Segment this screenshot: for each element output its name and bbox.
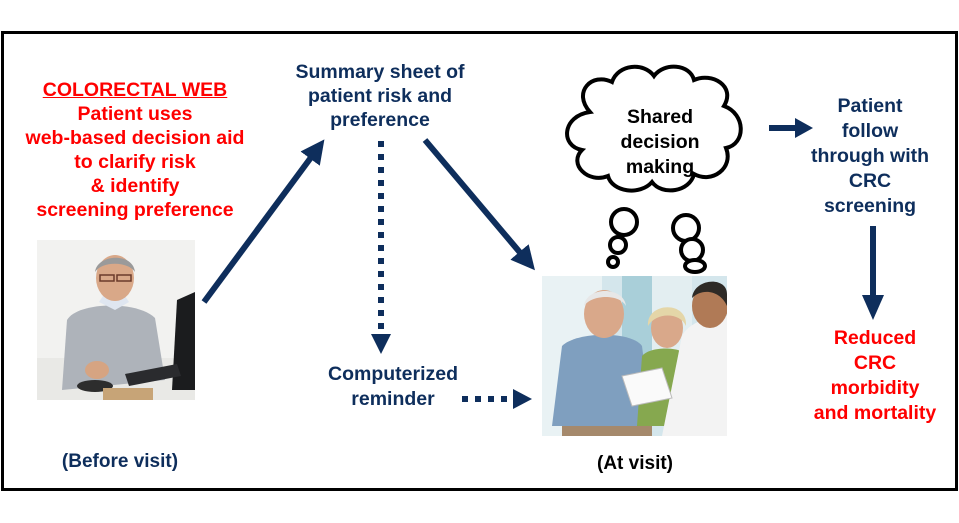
colorectal-web-line: & identify — [90, 175, 180, 197]
reminder-block: Computerized reminder — [318, 362, 468, 412]
arrow-to-visit — [422, 138, 535, 271]
at-visit-caption: (At visit) — [597, 453, 673, 474]
arrow-head-outcome — [862, 295, 884, 320]
reminder-line: reminder — [351, 388, 435, 410]
summary-sheet-line: Summary sheet of — [295, 61, 465, 83]
follow-through-line: follow — [841, 120, 899, 142]
arrow-head-follow — [795, 118, 813, 138]
before-visit-photo — [37, 240, 195, 400]
colorectal-web-title: COLORECTAL WEB — [42, 79, 228, 101]
shared-decision-line: Shared — [626, 106, 694, 128]
follow-through-line: CRC — [848, 170, 892, 192]
diagram-frame — [1, 31, 958, 491]
thought-cloud-icon — [565, 64, 743, 274]
outcome-line: Reduced — [833, 327, 917, 349]
follow-through-line: screening — [823, 195, 917, 217]
outcome-block: Reduced CRC morbidity and mortality — [800, 326, 950, 426]
reminder-line: Computerized — [327, 363, 458, 385]
follow-through-line: Patient — [837, 95, 903, 117]
man-at-computer-illustration — [37, 240, 195, 400]
summary-sheet-block: Summary sheet of patient risk and prefer… — [270, 60, 490, 132]
outcome-line: and mortality — [813, 402, 937, 424]
colorectal-web-line: Patient uses — [77, 103, 193, 125]
shared-decision-block: Shared decision making — [600, 105, 720, 180]
colorectal-web-line: screening preference — [36, 199, 234, 221]
dotted-arrow-head-down — [371, 334, 391, 354]
colorectal-web-block: COLORECTAL WEB Patient uses web-based de… — [10, 78, 260, 222]
outcome-line: CRC — [853, 352, 897, 374]
follow-through-line: through with — [810, 145, 930, 167]
summary-sheet-line: patient risk and — [307, 85, 453, 107]
dotted-arrow-head-right — [513, 389, 532, 409]
patients-with-doctor-illustration — [542, 276, 727, 436]
summary-sheet-line: preference — [330, 109, 430, 131]
outcome-line: morbidity — [830, 377, 920, 399]
follow-through-block: Patient follow through with CRC screenin… — [800, 94, 940, 219]
colorectal-web-line: web-based decision aid — [25, 127, 245, 149]
arrow-to-summary — [201, 139, 325, 304]
before-visit-caption: (Before visit) — [61, 451, 179, 472]
shared-decision-line: decision — [620, 131, 700, 153]
shared-decision-line: making — [625, 156, 695, 178]
colorectal-web-line: to clarify risk — [74, 151, 196, 173]
at-visit-photo — [542, 276, 727, 436]
